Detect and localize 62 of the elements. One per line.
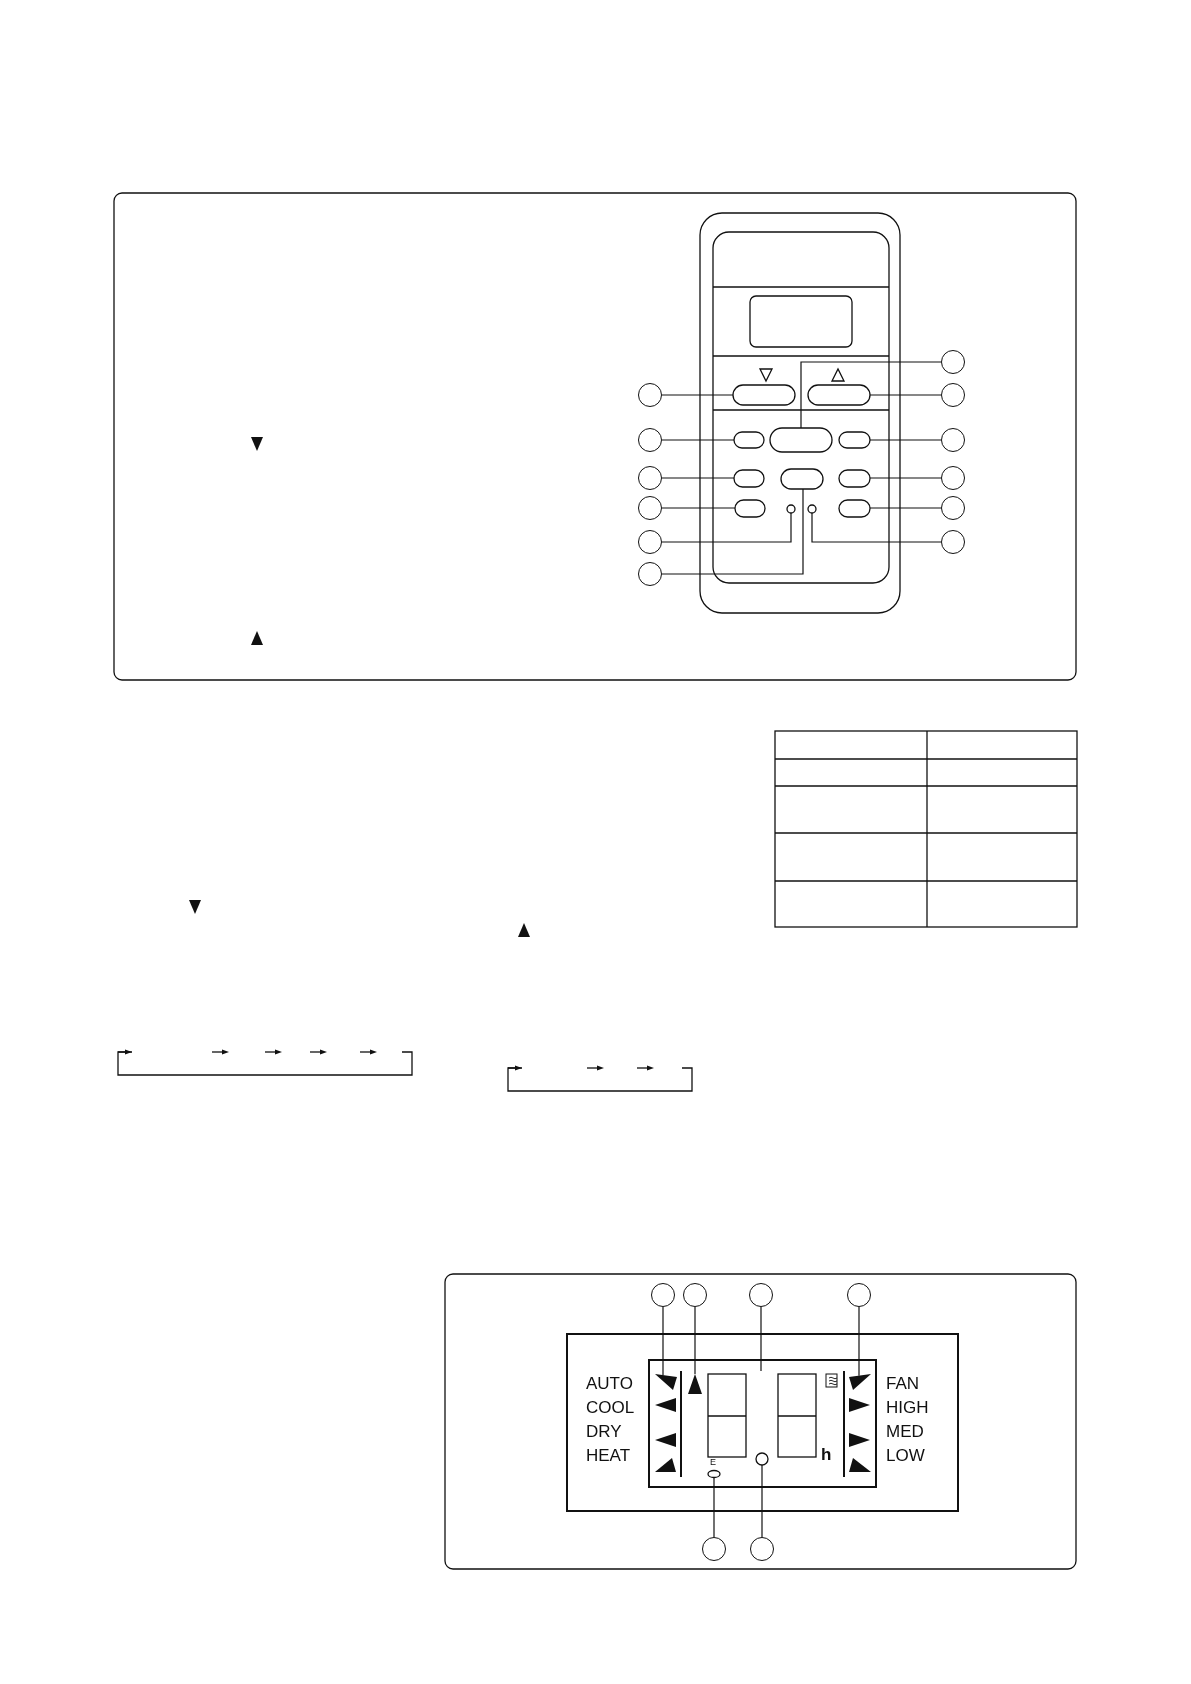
mode-label: DRY xyxy=(586,1423,622,1440)
leader-line xyxy=(694,1306,696,1375)
callout-circle xyxy=(941,466,965,490)
remote-button xyxy=(732,384,796,406)
leader-line xyxy=(811,512,942,543)
mode-label: HIGH xyxy=(886,1399,929,1416)
mode-label: LOW xyxy=(886,1447,925,1464)
indicator-light xyxy=(786,504,796,514)
remote-button xyxy=(733,431,765,449)
callout-circle xyxy=(941,530,965,554)
callout-circle xyxy=(651,1283,675,1307)
mode-label: COOL xyxy=(586,1399,635,1416)
callout-circle xyxy=(941,496,965,520)
leader-line xyxy=(869,394,942,396)
leader-line xyxy=(662,1306,664,1377)
leader-line xyxy=(661,507,736,509)
indicator-light xyxy=(807,504,817,514)
remote-button xyxy=(734,499,766,518)
remote-button xyxy=(838,469,871,488)
remote-button xyxy=(838,431,871,449)
leader-line xyxy=(661,477,735,479)
mode-label: FAN xyxy=(886,1375,920,1392)
callout-circle xyxy=(941,350,965,374)
remote-button xyxy=(733,469,765,488)
callout-circle xyxy=(638,530,662,554)
leader-line xyxy=(869,477,942,479)
callout-circle xyxy=(638,428,662,452)
callout-circle xyxy=(638,562,662,586)
mode-label: AUTO xyxy=(586,1375,633,1392)
leader-line xyxy=(661,512,792,543)
callout-circle xyxy=(638,496,662,520)
callout-circle xyxy=(847,1283,871,1307)
mode-label: MED xyxy=(886,1423,924,1440)
leader-line xyxy=(661,488,804,575)
remote-button xyxy=(780,468,824,490)
leader-line xyxy=(869,439,942,441)
ring-icon xyxy=(755,1452,769,1466)
leader-line xyxy=(713,1476,715,1538)
leader-line xyxy=(661,394,734,396)
mode-label: HEAT xyxy=(586,1447,631,1464)
callout-circle xyxy=(750,1537,774,1561)
oval-icon xyxy=(707,1469,721,1479)
callout-circle xyxy=(941,428,965,452)
remote-button xyxy=(769,427,833,453)
remote-button xyxy=(807,384,871,406)
callout-circle xyxy=(638,383,662,407)
leader-line xyxy=(661,439,735,441)
leader-line xyxy=(858,1306,860,1377)
remote-button xyxy=(838,499,871,518)
pointer-icon xyxy=(688,1374,702,1394)
leader-line xyxy=(761,1464,763,1538)
mode-pointer-icon xyxy=(655,1374,677,1390)
leader-line xyxy=(869,507,942,509)
lcd-symbol-label: h xyxy=(821,1446,832,1463)
callout-circle xyxy=(683,1283,707,1307)
leader-line xyxy=(800,361,942,429)
callout-circle xyxy=(941,383,965,407)
leader-line xyxy=(760,1306,762,1372)
callout-circle xyxy=(749,1283,773,1307)
callout-circle xyxy=(702,1537,726,1561)
fan-pointer-icon xyxy=(849,1374,871,1390)
callout-circle xyxy=(638,466,662,490)
